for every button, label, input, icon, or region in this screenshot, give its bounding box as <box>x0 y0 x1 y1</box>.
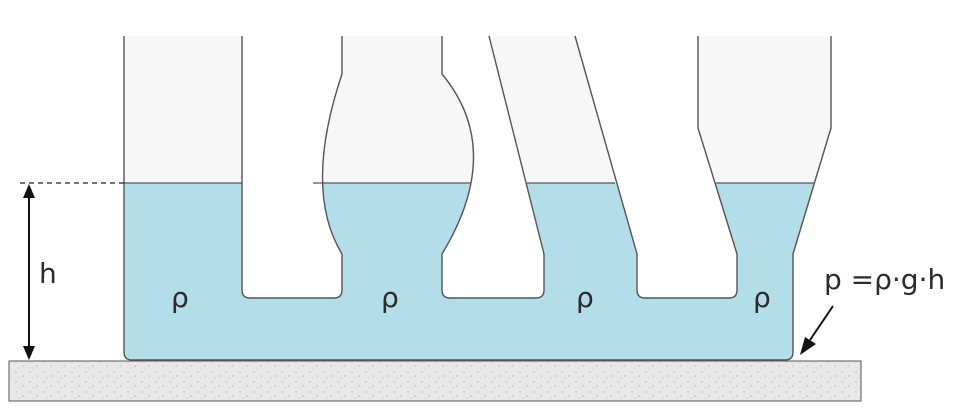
density-label: ρ <box>171 281 189 314</box>
pressure-arrow <box>800 305 834 355</box>
pressure-formula: p =ρ·g·h <box>824 263 945 296</box>
liquid-fill <box>124 183 831 360</box>
height-label: h <box>39 257 57 290</box>
density-label: ρ <box>753 281 771 314</box>
height-arrow <box>23 184 35 360</box>
density-label: ρ <box>576 281 594 314</box>
communicating-vessels <box>124 36 831 360</box>
ground-slab <box>8 360 862 402</box>
density-label: ρ <box>381 281 399 314</box>
vessel-outline <box>123 35 832 361</box>
